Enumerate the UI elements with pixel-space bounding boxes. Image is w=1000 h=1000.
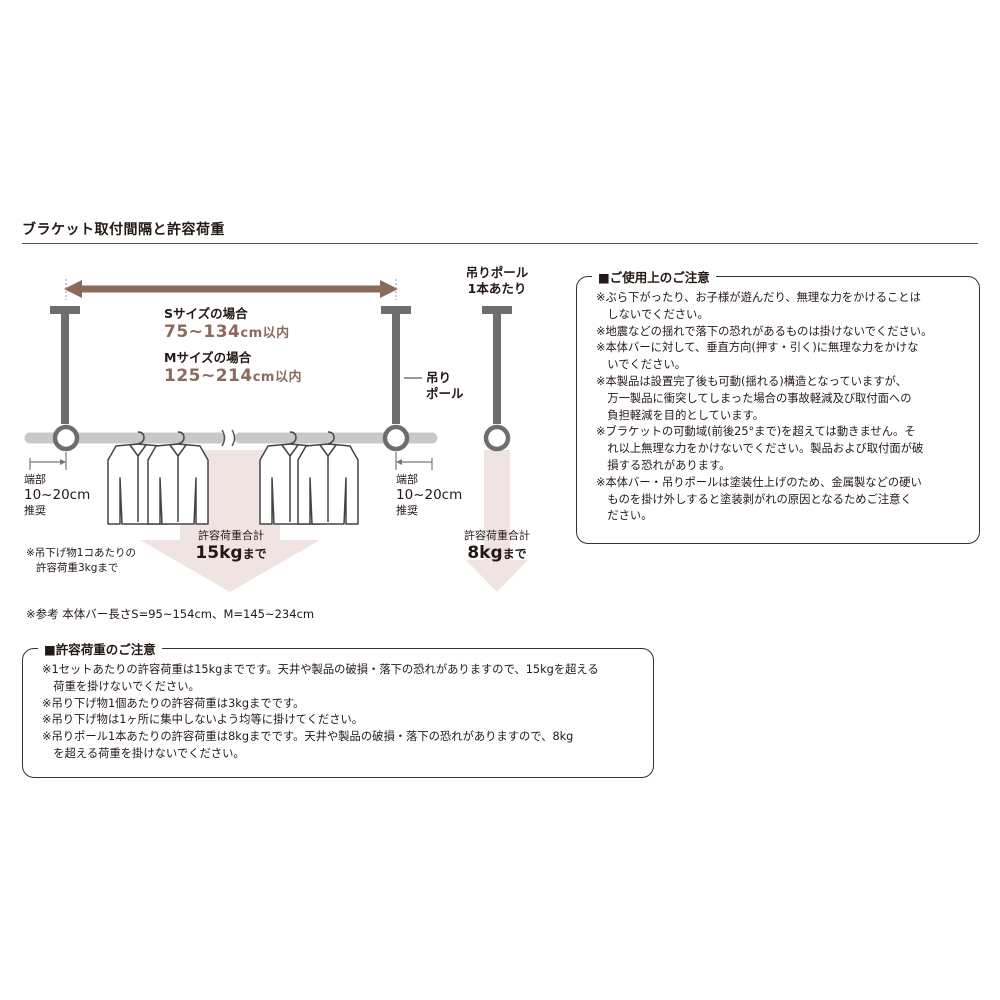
load-box bbox=[22, 648, 654, 778]
load-box-notes: ※1セットあたりの許容荷重は15kgまでです。天井や製品の破損・落下の恐れがあり… bbox=[42, 662, 646, 763]
end-label-left-line2: 10~20cm bbox=[24, 487, 91, 503]
caution-note-line: ※地震などの揺れで落下の恐れがあるものは掛けないでください。 bbox=[596, 324, 933, 338]
shirt-group-right bbox=[259, 431, 359, 525]
caution-note-line: 負担軽減を目的としています。 bbox=[596, 408, 764, 422]
size-s-range-value: 75~134 bbox=[164, 322, 241, 342]
size-s-range: 75~134cm以内 bbox=[164, 322, 290, 342]
single-pole-title-line2: 1本あたり bbox=[467, 281, 527, 296]
caution-note-line: ※本製品は設置完了後も可動(揺れる)構造となっていますが、 bbox=[596, 374, 907, 388]
load-arrow-single bbox=[466, 450, 528, 592]
end-label-right: 端部 10~20cm 推奨 bbox=[396, 472, 462, 518]
right-pole bbox=[381, 306, 422, 452]
single-pole-title: 吊りポール 1本あたり bbox=[462, 265, 532, 297]
size-s-range-unit: cm以内 bbox=[240, 326, 290, 341]
load-note-line: ※吊り下げ物は1ヶ所に集中しないよう均等に掛けてください。 bbox=[42, 713, 364, 727]
load-total-label: 許容荷重合計 bbox=[198, 529, 264, 542]
caution-note-line: いでください。 bbox=[596, 358, 687, 372]
load-total-suffix: まで bbox=[242, 547, 267, 561]
section-title: ブラケット取付間隔と許容荷重 bbox=[22, 222, 225, 238]
main-bar bbox=[24, 429, 438, 447]
caution-note-line: 損する恐れがあります。 bbox=[596, 458, 731, 472]
caution-note-line: ※本体バー・吊りポールは塗装仕上げのため、金属製などの硬い bbox=[596, 475, 922, 489]
size-m-range-value: 125~214 bbox=[164, 366, 253, 386]
caution-note-line: ものを掛け外しすると塗装剥がれの原因となるためご注意く bbox=[596, 492, 912, 506]
end-arrow-right bbox=[395, 452, 433, 470]
single-load-label: 許容荷重合計 bbox=[464, 529, 530, 542]
load-box-title: ■許容荷重のご注意 bbox=[38, 639, 162, 658]
caution-box-title: ■ご使用上のご注意 bbox=[592, 267, 716, 286]
end-label-right-line2: 10~20cm bbox=[396, 487, 463, 503]
load-note-line: ※吊り下げ物1個あたりの許容荷重は3kgまでです。 bbox=[42, 696, 305, 710]
size-m-range-unit: cm以内 bbox=[252, 370, 302, 385]
title-divider bbox=[22, 243, 978, 244]
single-pole-title-line1: 吊りポール bbox=[465, 265, 529, 280]
caution-note-line: れ以上無理な力をかけないでください。製品および取付面が破 bbox=[596, 442, 924, 456]
caution-note-line: 万一製品に衝突してしまった場合の事故軽減及び取付面への bbox=[596, 391, 912, 405]
size-s-label: Sサイズの場合 bbox=[164, 306, 248, 321]
single-load-suffix: まで bbox=[502, 547, 527, 561]
left-pole bbox=[50, 306, 80, 452]
single-load-value: 8kg bbox=[467, 543, 503, 563]
reference-note: ※参考 本体バー長さS=95~154cm、M=145~234cm bbox=[26, 607, 315, 621]
load-note-line: ※吊りポール1本あたりの許容荷重は8kgまでです。天井や製品の破損・落下の恐れが… bbox=[42, 730, 574, 744]
hanger-note-line1: ※吊下げ物1コあたりの bbox=[26, 547, 136, 559]
size-m-range: 125~214cm以内 bbox=[164, 366, 302, 386]
pole-label: 吊り ポール bbox=[426, 370, 464, 402]
load-note-line: を超える荷重を掛けないでください。 bbox=[42, 746, 245, 760]
caution-note-line: ※ぶら下がったり、お子様が遊んだり、無理な力をかけることは bbox=[596, 291, 921, 304]
caution-box-notes: ※ぶら下がったり、お子様が遊んだり、無理な力をかけることは しないでください。 ※… bbox=[596, 290, 972, 525]
load-total: 許容荷重合計 15kgまで bbox=[186, 528, 276, 563]
caution-note-line: ※ブラケットの可動域(前後25°まで)を超えては動きません。そ bbox=[596, 425, 916, 439]
end-arrow-left bbox=[29, 452, 67, 470]
end-label-right-line3: 推奨 bbox=[396, 504, 418, 517]
single-load: 許容荷重合計 8kgまで bbox=[454, 528, 540, 563]
load-note-line: ※1セットあたりの許容荷重は15kgまでです。天井や製品の破損・落下の恐れがあり… bbox=[42, 663, 599, 676]
span-arrow bbox=[64, 279, 398, 300]
single-load-amount: 8kgまで bbox=[454, 543, 540, 563]
hanger-note-line2: 許容荷重3kgまで bbox=[36, 562, 119, 574]
load-total-value: 15kg bbox=[195, 543, 243, 563]
end-label-left: 端部 10~20cm 推奨 bbox=[24, 472, 90, 518]
size-m-label: Mサイズの場合 bbox=[164, 350, 252, 365]
end-label-left-line3: 推奨 bbox=[24, 504, 46, 517]
pole-label-line1: 吊り bbox=[426, 370, 452, 385]
end-label-right-line1: 端部 bbox=[396, 473, 418, 486]
pole-label-line2: ポール bbox=[426, 386, 464, 401]
end-label-left-line1: 端部 bbox=[24, 473, 46, 486]
shirt-group-left bbox=[107, 431, 209, 525]
caution-note-line: ※本体バーに対して、垂直方向(押す・引く)に無理な力をかけな bbox=[596, 341, 919, 355]
load-note-line: 荷重を掛けないでください。 bbox=[42, 679, 200, 693]
caution-note-line: しないでください。 bbox=[596, 307, 709, 321]
caution-note-line: ださい。 bbox=[596, 509, 653, 523]
single-pole bbox=[482, 306, 512, 452]
hanger-note: ※吊下げ物1コあたりの 許容荷重3kgまで bbox=[26, 546, 136, 576]
load-total-amount: 15kgまで bbox=[186, 543, 276, 563]
caution-box bbox=[576, 276, 980, 544]
